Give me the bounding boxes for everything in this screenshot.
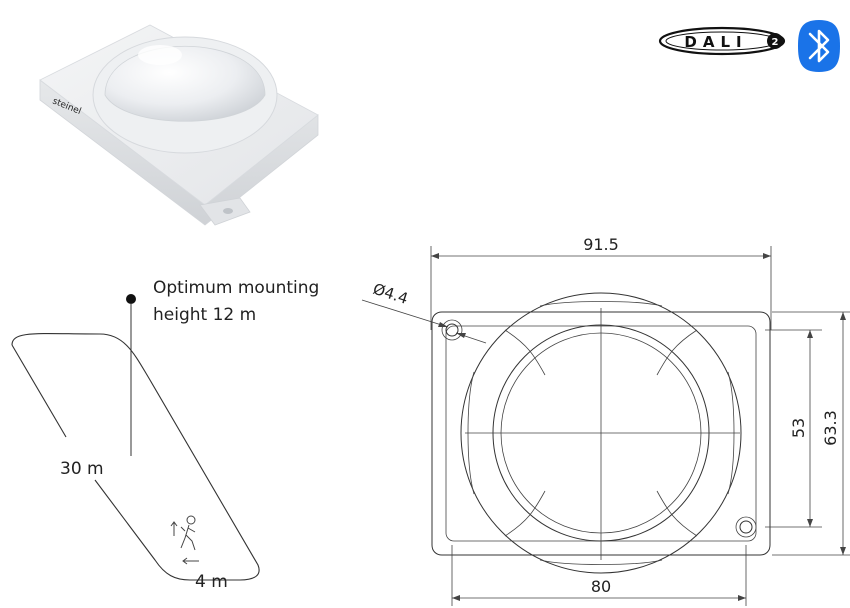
hole-spacing-y-label: 53 (789, 418, 808, 438)
detection-zone-diagram: Optimum mounting height 12 m 30 m 4 m (11, 278, 319, 592)
mounting-hole-bottom-right (739, 520, 753, 534)
mounting-height-line1: Optimum mounting (153, 278, 319, 298)
dali-logo: DALI 2 (658, 26, 786, 56)
bluetooth-icon (798, 20, 840, 72)
sensor-point-icon (126, 294, 136, 304)
dimension-drawing: 91.5 Ø4.4 (361, 235, 850, 606)
product-image: steinel (39, 24, 319, 226)
hole-diameter-label: Ø4.4 (371, 280, 410, 308)
mounting-height-line2: height 12 m (153, 305, 256, 325)
hole-spacing-x-label: 80 (591, 577, 611, 596)
overall-height-label: 63.3 (821, 410, 840, 446)
dali-logo-text: DALI (684, 33, 747, 51)
overall-width-label: 91.5 (583, 235, 619, 254)
width-label: 4 m (195, 572, 228, 592)
mounting-hole-top-left (445, 323, 459, 337)
dali-version: 2 (772, 37, 779, 48)
range-label: 30 m (60, 459, 104, 479)
walking-person-icon (170, 515, 199, 565)
